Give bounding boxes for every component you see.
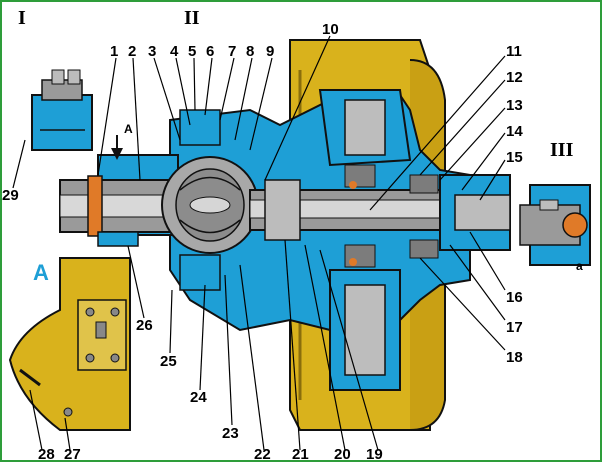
callout-27: 27	[64, 446, 81, 462]
hub-shaft	[249, 174, 511, 251]
detail-III-hub-cap	[519, 184, 591, 266]
callout-26: 26	[136, 317, 153, 334]
callout-9: 9	[266, 43, 274, 60]
leader-lines	[12, 35, 506, 451]
view-A-knuckle	[8, 257, 131, 431]
callout-22: 22	[254, 446, 271, 462]
callout-18: 18	[506, 349, 523, 366]
callout-numbers: 1 2 3 4 5 6 7 8 9 10 11 12 13 14 15 16 1…	[2, 21, 523, 462]
detail-letter: a	[576, 259, 583, 273]
section-mark-I: I	[18, 7, 26, 29]
callout-19: 19	[366, 446, 383, 462]
view-arrow	[111, 135, 123, 160]
callout-17: 17	[506, 319, 523, 336]
callout-12: 12	[506, 69, 523, 86]
callout-10: 10	[322, 21, 339, 38]
callout-23: 23	[222, 425, 239, 442]
callout-16: 16	[506, 289, 523, 306]
callout-2: 2	[128, 43, 136, 60]
callout-8: 8	[246, 43, 254, 60]
callout-1: 1	[110, 43, 118, 60]
arrow-letter: A	[124, 122, 133, 136]
callout-15: 15	[506, 149, 523, 166]
callout-4: 4	[170, 43, 179, 60]
callout-21: 21	[292, 446, 309, 462]
callout-13: 13	[506, 97, 523, 114]
section-mark-II: II	[184, 7, 200, 29]
section-mark-III: III	[550, 139, 574, 161]
callout-3: 3	[148, 43, 156, 60]
callout-29: 29	[2, 187, 19, 204]
callout-25: 25	[160, 353, 177, 370]
callout-28: 28	[38, 446, 55, 462]
callout-6: 6	[206, 43, 214, 60]
hub-housing-section	[169, 89, 471, 391]
callout-5: 5	[188, 43, 196, 60]
callout-7: 7	[228, 43, 236, 60]
view-letter: A	[33, 260, 49, 285]
callout-20: 20	[334, 446, 351, 462]
callout-14: 14	[506, 123, 523, 140]
section-marks: I II III	[18, 7, 574, 161]
callout-24: 24	[190, 389, 207, 406]
callout-11: 11	[506, 43, 522, 60]
cv-joint	[161, 109, 259, 291]
detail-I-fitting	[31, 69, 93, 151]
hub-bearings	[344, 164, 439, 268]
